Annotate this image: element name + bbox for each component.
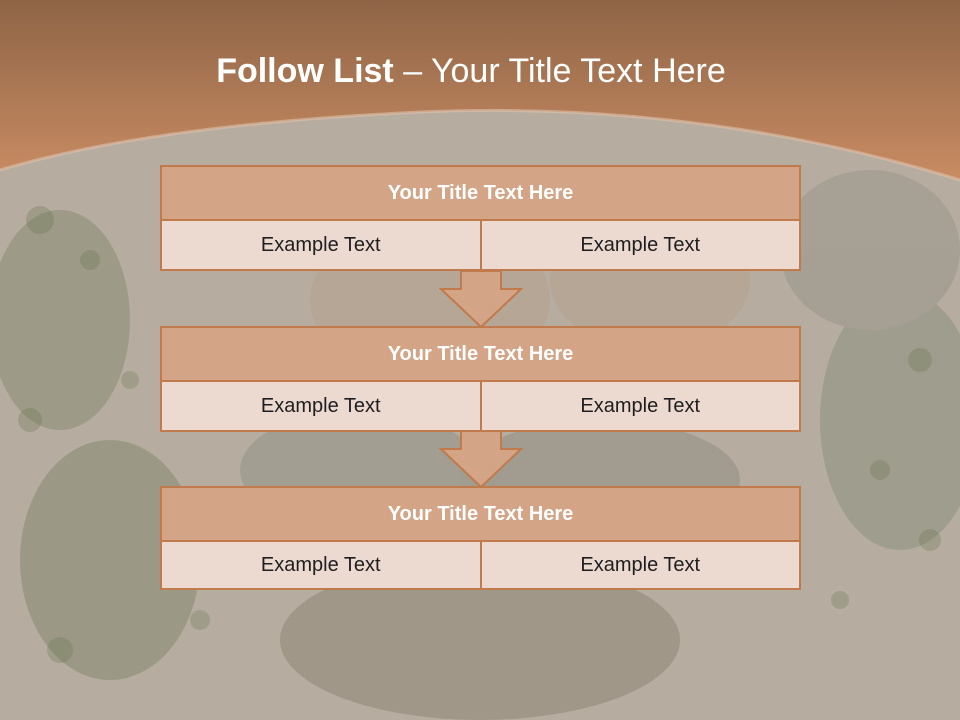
block-row: Example Text Example Text xyxy=(160,382,801,432)
down-arrow-icon xyxy=(439,271,523,329)
slide-title: Follow List – Your Title Text Here xyxy=(0,52,942,91)
down-arrow-icon xyxy=(439,431,523,489)
block-title: Your Title Text Here xyxy=(160,326,801,382)
block-cell-right: Example Text xyxy=(479,221,801,271)
list-block-1: Your Title Text Here Example Text Exampl… xyxy=(160,165,801,271)
block-title: Your Title Text Here xyxy=(160,486,801,542)
block-title: Your Title Text Here xyxy=(160,165,801,221)
slide-title-rest: – Your Title Text Here xyxy=(403,52,726,90)
block-row: Example Text Example Text xyxy=(160,221,801,271)
list-block-2: Your Title Text Here Example Text Exampl… xyxy=(160,326,801,432)
block-cell-left: Example Text xyxy=(160,382,482,432)
list-block-3: Your Title Text Here Example Text Exampl… xyxy=(160,486,801,590)
block-cell-right: Example Text xyxy=(479,382,801,432)
block-row: Example Text Example Text xyxy=(160,542,801,590)
slide-title-bold: Follow List xyxy=(216,52,394,90)
block-cell-left: Example Text xyxy=(160,542,482,590)
block-cell-right: Example Text xyxy=(479,542,801,590)
block-cell-left: Example Text xyxy=(160,221,482,271)
